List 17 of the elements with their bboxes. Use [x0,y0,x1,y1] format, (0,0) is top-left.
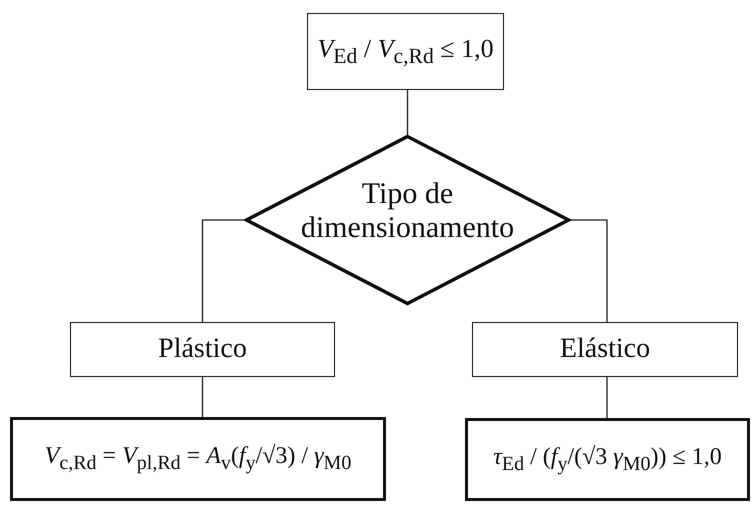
box-label: Plástico [157,333,248,366]
connector-line [570,219,608,322]
box-label: V$_{c,Rd}$ = V$_{pl,Rd}$ = A$_{v}$(f$_{y}$/√3) / γ$_{M0}$ [44,443,352,475]
connector-line [202,219,245,322]
process-box [472,322,738,377]
decision-label: Tipo de dimensionamento [300,176,516,246]
process-box [307,13,504,90]
box-label: τ$_{Ed}$ / (f$_{y}$/(√3 γ$_{M0}$)) ≤ 1,0 [492,444,723,476]
formula-box [10,417,386,501]
connector-line [202,377,204,417]
formula-box [465,418,750,501]
decision-diamond [245,135,570,305]
connector-line [606,377,608,418]
box-label: Elástico [558,333,652,366]
connector-line [406,90,408,135]
process-box [70,322,335,377]
box-label: V$_{Ed}$ / V$_{c,Rd}$ ≤ 1,0 [316,34,495,70]
